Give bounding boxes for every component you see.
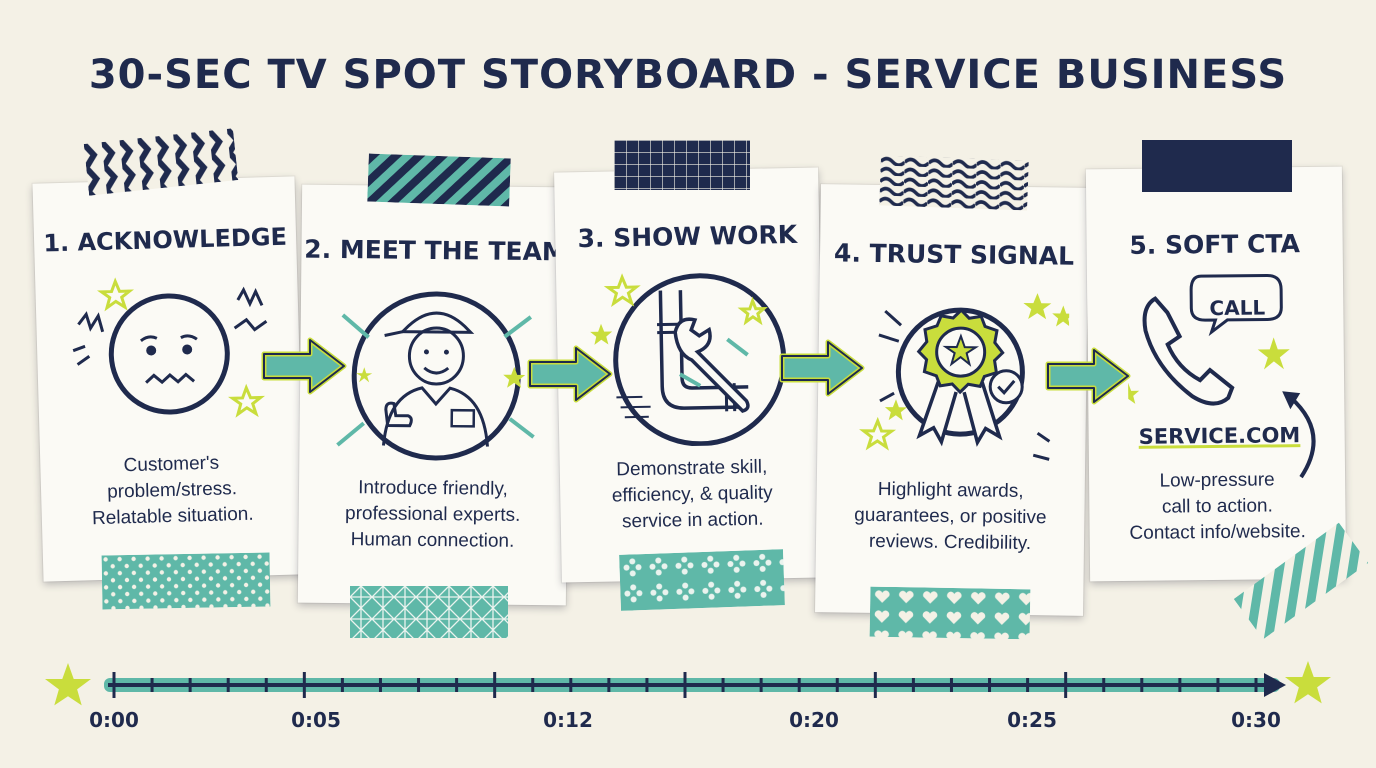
washi-tape-geometric (350, 586, 508, 638)
panel-description: Low-pressure call to action. Contact inf… (1129, 469, 1306, 544)
washi-tape-grid (614, 140, 750, 190)
storyboard-panel-2: 2. MEET THE TEAM Introduce friendly, pro… (297, 184, 571, 606)
storyboard-panel-1: 1. ACKNOWLEDGE Customer's problem/stress… (32, 176, 306, 582)
phone-icon (1126, 296, 1290, 406)
panel-title: 4. TRUST SIGNAL (833, 238, 1075, 271)
flow-arrow-1 (261, 337, 347, 395)
timeline-label-2: 0:12 (543, 708, 593, 732)
washi-tape-dots (101, 552, 271, 610)
washi-tape-hearts (869, 586, 1031, 640)
panel-description: Customer's problem/stress. Relatable sit… (91, 452, 254, 530)
flow-arrow-2 (527, 345, 613, 403)
flow-arrow-4 (1045, 347, 1131, 405)
washi-tape-stripe (367, 153, 511, 207)
end-star-icon (1285, 661, 1331, 704)
timeline-label-5: 0:30 (1231, 708, 1281, 732)
flow-arrow-3 (779, 339, 865, 397)
washi-tape-flower (619, 549, 785, 611)
speech-bubble-icon (1189, 273, 1283, 337)
technician-icon (336, 291, 535, 461)
timeline-label-3: 0:20 (789, 708, 839, 732)
speech-bubble-text: CALL (1209, 295, 1266, 321)
curved-arrow-icon (1282, 391, 1316, 479)
panel-title: 3. SHOW WORK (577, 219, 798, 254)
panel-description: Demonstrate skill, efficiency, & quality… (611, 456, 773, 533)
worried-face-icon (72, 277, 268, 418)
panel-description: Introduce friendly, professional experts… (344, 477, 521, 552)
storyboard-panel-5: 5. SOFT CTA CALL SERVICE.COM Low-pressur… (1085, 166, 1347, 582)
panel-title: 1. ACKNOWLEDGE (42, 222, 288, 258)
timeline-label-0: 0:00 (89, 708, 139, 732)
wrench-pipe-icon (590, 273, 787, 447)
panel-title: 2. MEET THE TEAM (304, 234, 567, 267)
washi-tape-wave (879, 155, 1029, 211)
panel-description: Highlight awards, guarantees, or positiv… (854, 478, 1047, 555)
panel-title: 5. SOFT CTA (1129, 229, 1301, 260)
timeline (45, 661, 1331, 706)
timeline-label-4: 0:25 (1007, 708, 1057, 732)
award-badge-icon (859, 293, 1070, 461)
washi-tape-chevron (83, 128, 239, 196)
washi-tape-diagonal (1233, 522, 1369, 640)
storyboard-panel-4: 4. TRUST SIGNAL Highlight awards, guaran… (815, 184, 1089, 616)
page-title: 30-SEC TV SPOT STORYBOARD - SERVICE BUSI… (88, 52, 1288, 98)
timeline-label-1: 0:05 (291, 708, 341, 732)
storyboard-panel-3: 3. SHOW WORK Demonstrate skill, efficien… (554, 167, 826, 583)
washi-tape-navy (1142, 140, 1292, 192)
start-star-icon (45, 663, 91, 706)
